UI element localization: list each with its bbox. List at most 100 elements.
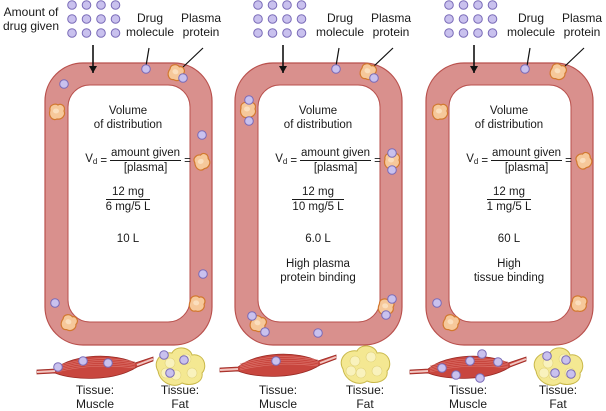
- drug-molecule-icon: [198, 269, 208, 279]
- vd-result: 6.0 L: [305, 233, 331, 245]
- drug-molecule-icon: [67, 14, 77, 24]
- calc-numerator: 12 mg: [105, 185, 151, 200]
- calc-denominator: 1 mg/5 L: [486, 201, 532, 213]
- drug-molecule-icon: [296, 0, 307, 10]
- formula-numerator: amount given: [491, 147, 563, 161]
- drug-molecule-icon: [197, 130, 207, 140]
- drug-molecule-icon: [487, 0, 498, 10]
- formula-denominator: [plasma]: [313, 162, 358, 174]
- tissue-muscle-label: Tissue: Muscle: [243, 383, 313, 411]
- plasma-protein-line2: protein: [182, 25, 220, 39]
- tissue-fat-line1: Tissue:: [345, 383, 385, 397]
- drug-molecule-icon: [465, 356, 475, 366]
- vd-subscript: d: [473, 157, 479, 166]
- drug-molecule-icon: [387, 165, 397, 175]
- equals-sign: =: [481, 154, 489, 167]
- vd-title-line2: of distribution: [283, 119, 353, 131]
- plasma-protein-icon: [549, 63, 567, 81]
- vd-title-line1: Volume: [298, 105, 338, 117]
- leader-line: [181, 47, 204, 69]
- drug-molecule-icon: [313, 328, 323, 338]
- tissue-fat-label: Tissue: Fat: [335, 383, 395, 411]
- drug-molecule-icon: [296, 14, 307, 24]
- drug-molecule-line1: Drug: [136, 11, 163, 25]
- formula-numerator: amount given: [110, 147, 182, 161]
- drug-molecule-line2: molecule: [315, 25, 365, 39]
- drug-molecule-icon: [282, 14, 292, 24]
- panel-2-artwork: [409, 0, 594, 386]
- drug-molecule-line2: molecule: [506, 25, 556, 39]
- drug-molecule-label: Drug molecule: [125, 11, 175, 39]
- drug-molecule-icon: [110, 28, 121, 38]
- drug-molecule-icon: [267, 0, 278, 10]
- tissue-fat-line2: Fat: [549, 397, 567, 411]
- tissue-fat-label: Tissue: Fat: [150, 383, 210, 411]
- calc-denominator: 6 mg/5 L: [105, 201, 151, 213]
- drug-molecule-icon: [260, 327, 270, 337]
- binding-note: High plasma protein binding: [258, 257, 378, 285]
- tissue-muscle-line2: Muscle: [258, 397, 297, 411]
- tissue-muscle-line1: Tissue:: [258, 383, 298, 397]
- formula-denominator: [plasma]: [123, 162, 168, 174]
- drug-molecule-icon: [178, 73, 188, 83]
- drug-molecule-icon: [96, 28, 106, 38]
- drug-molecule-icon: [473, 0, 483, 10]
- drug-molecule-icon: [267, 14, 278, 24]
- drug-molecule-icon: [493, 357, 503, 367]
- drug-molecule-icon: [50, 298, 60, 308]
- equals-sign: =: [565, 154, 572, 167]
- vd-subscript: d: [282, 157, 288, 166]
- vd-symbol-letter: V: [85, 153, 93, 165]
- drug-molecule-icon: [473, 28, 483, 38]
- drug-molecule-line1: Drug: [326, 11, 353, 25]
- drug-molecule-icon: [331, 64, 341, 74]
- plasma-protein-label: Plasma protein: [176, 11, 226, 39]
- vd-result: 10 L: [116, 233, 140, 245]
- drug-molecule-icon: [96, 14, 106, 24]
- drug-molecule-line1: Drug: [517, 11, 544, 25]
- drug-molecule-icon: [267, 28, 278, 38]
- vd-subscript: d: [92, 157, 98, 166]
- vd-title: Volume of distribution: [68, 104, 188, 132]
- plasma-protein-line2: protein: [372, 25, 410, 39]
- drug-molecule-icon: [247, 311, 257, 321]
- tissue-fat-label: Tissue: Fat: [528, 383, 588, 411]
- amount-given-label: Amount of drug given: [0, 5, 62, 33]
- arrow-head: [89, 66, 97, 73]
- plasma-protein-label: Plasma protein: [557, 11, 606, 39]
- drug-molecule-icon: [437, 363, 447, 373]
- vd-title-line2: of distribution: [474, 119, 544, 131]
- drug-molecule-icon: [387, 294, 397, 304]
- vd-symbol: Vd: [85, 152, 97, 169]
- plasma-protein-icon: [431, 103, 449, 121]
- drug-molecule-icon: [444, 0, 454, 10]
- vd-symbol-letter: V: [466, 153, 474, 165]
- vd-result: 60 L: [497, 233, 521, 245]
- drug-molecule-icon: [487, 14, 498, 24]
- drug-molecule-icon: [282, 0, 292, 10]
- drug-molecule-icon: [81, 28, 92, 38]
- tissue-muscle-label: Tissue: Muscle: [433, 383, 503, 411]
- vd-symbol: Vd: [466, 152, 478, 169]
- vd-formula: Vd = amount given [plasma] =: [243, 146, 413, 175]
- formula-fraction: amount given [plasma]: [491, 146, 563, 175]
- tissue-fat-line1: Tissue:: [160, 383, 200, 397]
- vd-title-line1: Volume: [108, 105, 148, 117]
- plasma-protein-icon: [188, 295, 206, 312]
- muscle-tissue-icon: [36, 355, 154, 379]
- drug-molecule-icon: [253, 14, 263, 24]
- leader-line: [526, 47, 531, 67]
- tissue-muscle-line1: Tissue:: [75, 383, 115, 397]
- formula-numerator: amount given: [300, 147, 372, 161]
- drug-molecule-icon: [96, 0, 106, 10]
- drug-molecule-icon: [81, 14, 92, 24]
- drug-molecule-icon: [444, 14, 454, 24]
- binding-note-line2: tissue binding: [473, 272, 545, 284]
- tissue-fat-line2: Fat: [171, 397, 189, 411]
- plasma-protein-icon: [48, 103, 66, 121]
- plasma-protein-icon: [575, 151, 593, 170]
- plasma-protein-icon: [239, 101, 257, 119]
- drug-molecule-icon: [179, 355, 189, 365]
